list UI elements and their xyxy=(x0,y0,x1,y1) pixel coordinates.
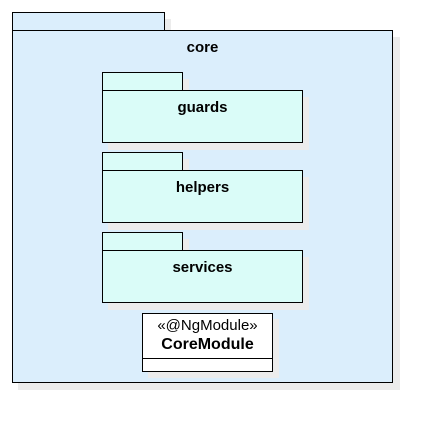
guards-package-body: guards xyxy=(102,90,303,143)
helpers-package-tab xyxy=(102,152,183,171)
core-module-divider xyxy=(143,358,272,359)
core-module-class-box: «@NgModule» CoreModule xyxy=(142,313,273,372)
helpers-package-body: helpers xyxy=(102,170,303,223)
core-package-tab xyxy=(12,12,165,31)
helpers-package-label: helpers xyxy=(175,179,230,196)
services-package-body: services xyxy=(102,250,303,303)
services-package-label: services xyxy=(172,259,233,276)
core-module-stereotype: «@NgModule» xyxy=(157,317,258,334)
services-package-tab xyxy=(102,232,183,251)
core-module-name: CoreModule xyxy=(161,336,254,353)
guards-package-tab xyxy=(102,72,183,91)
core-package-label: core xyxy=(186,39,219,56)
guards-package-label: guards xyxy=(177,99,228,116)
